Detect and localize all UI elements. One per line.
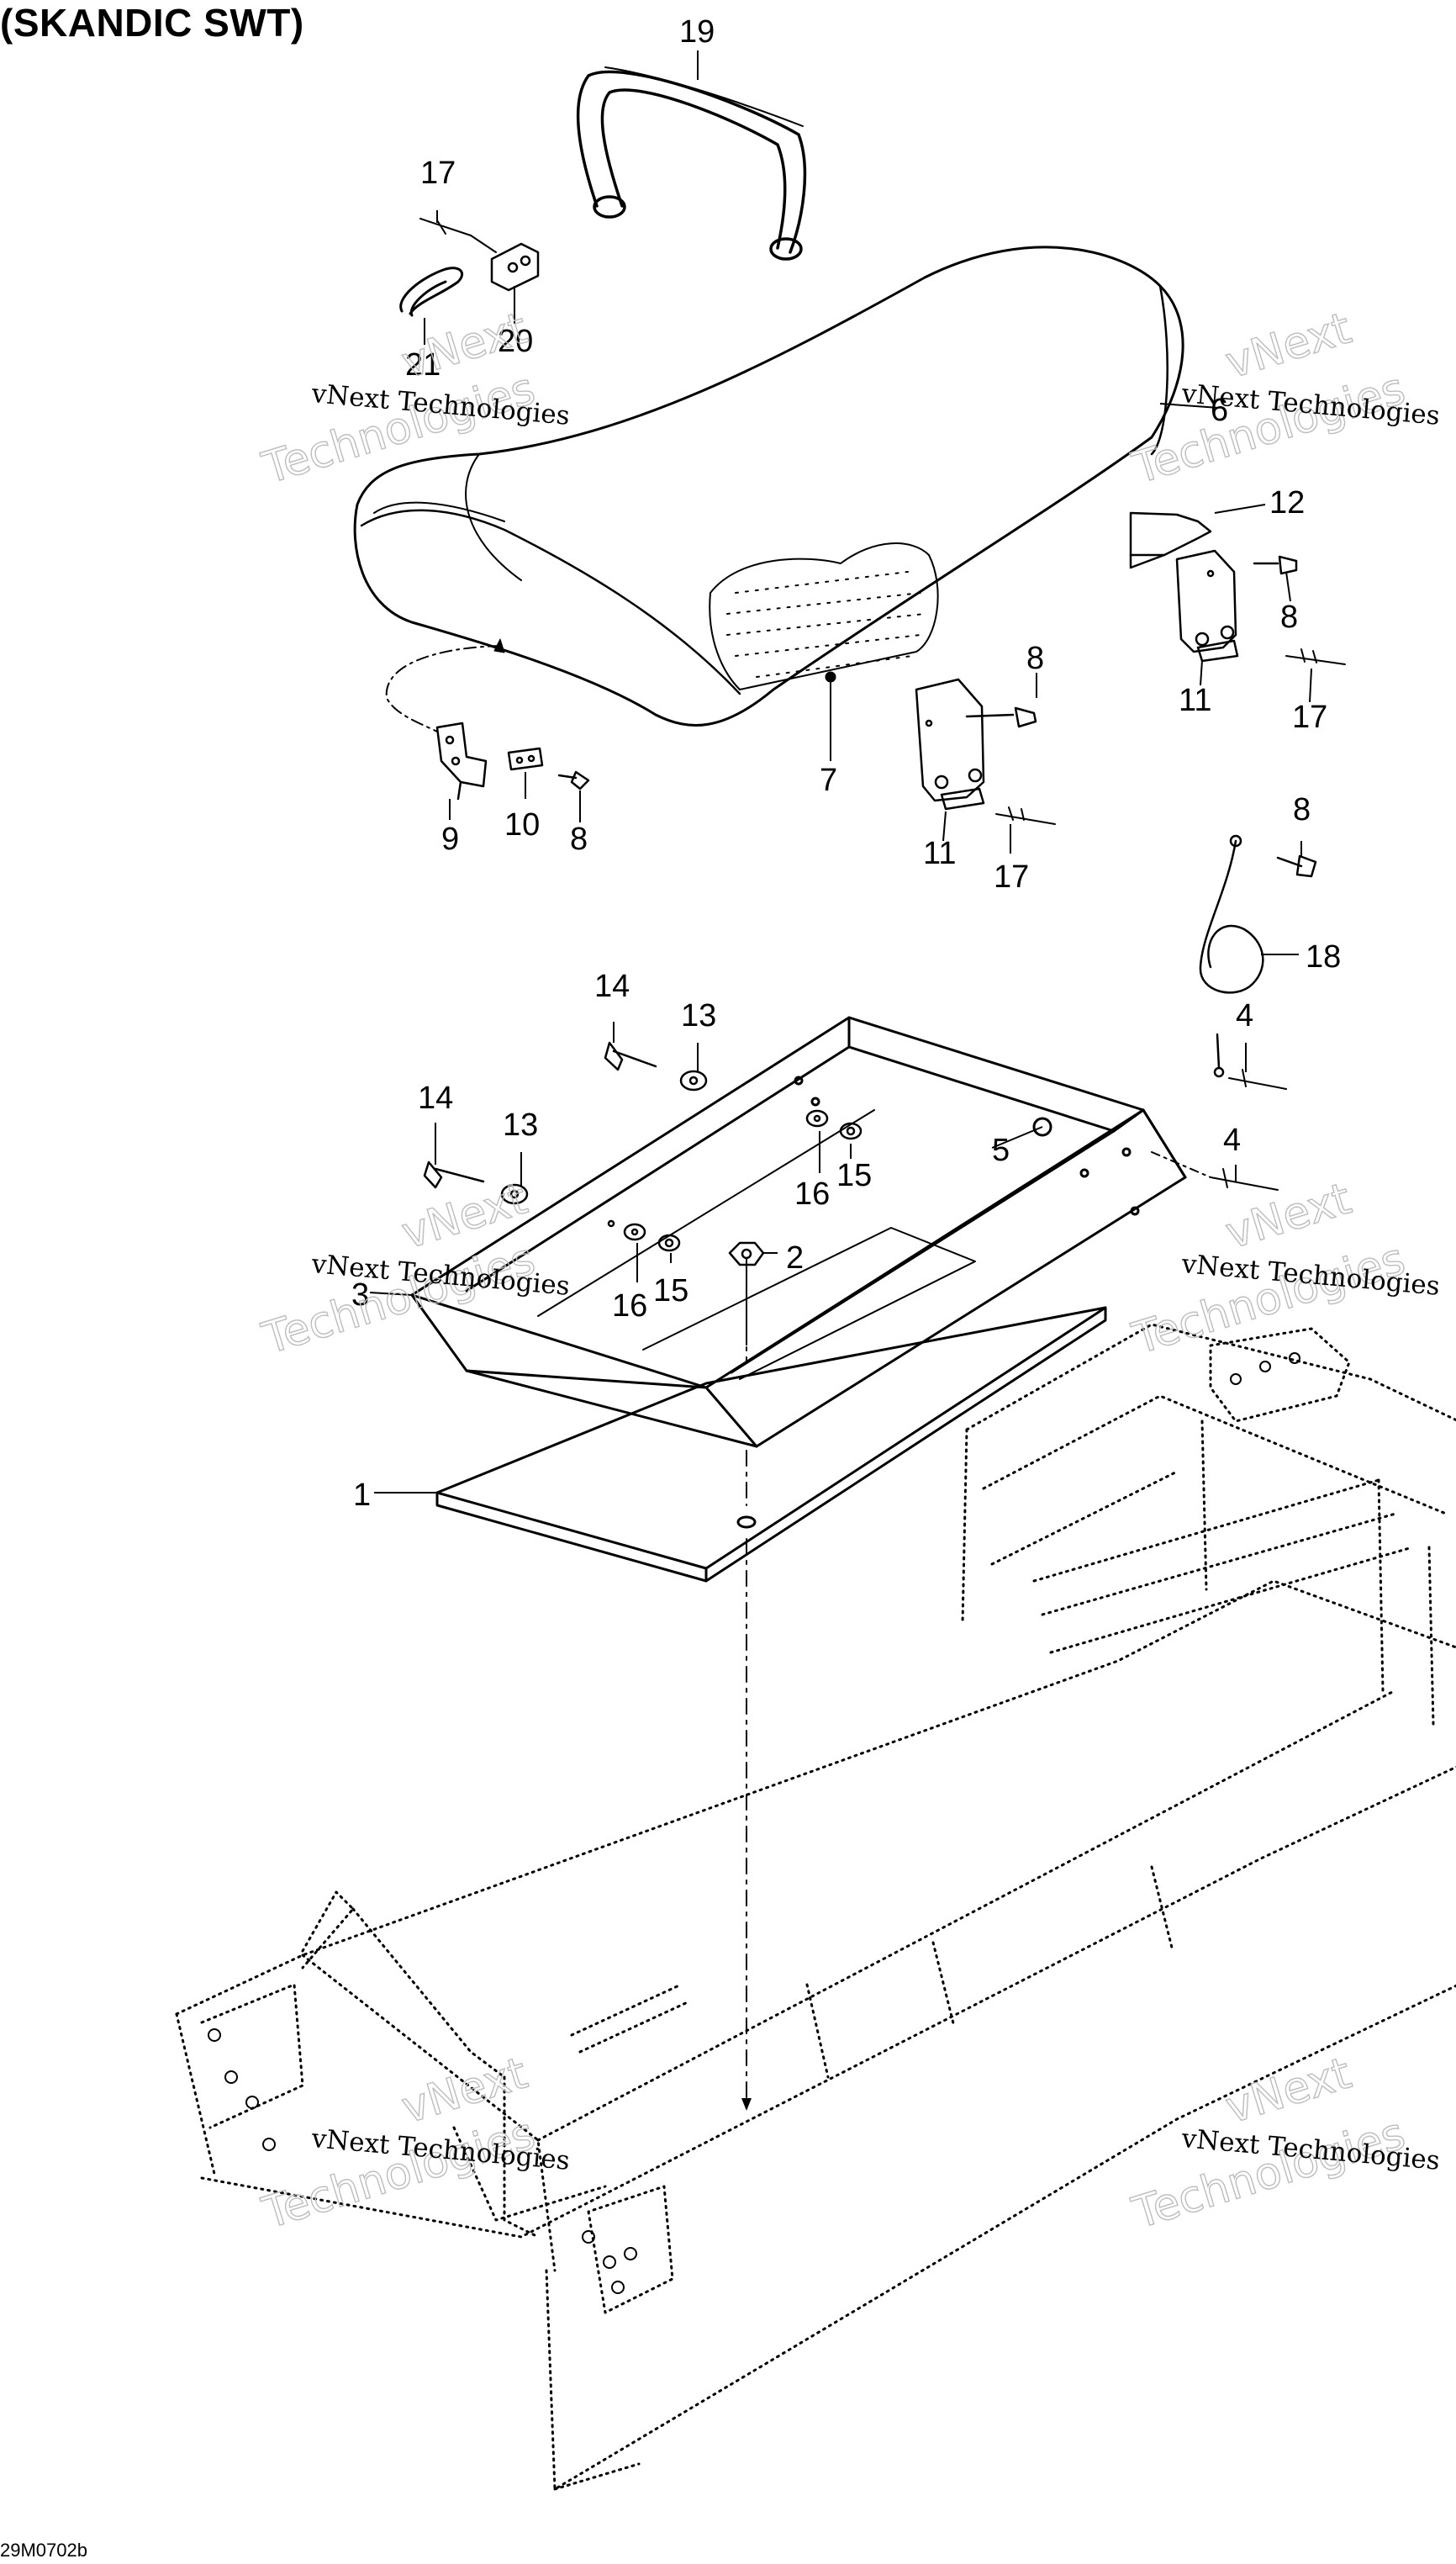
- washer-16b-part: [607, 1219, 646, 1241]
- hinge-11b-part: [1175, 549, 1239, 663]
- rivet-4a-part: [1228, 1069, 1287, 1090]
- bolt-14b-part: [423, 1160, 485, 1189]
- callout-2: 2: [786, 1240, 804, 1276]
- watermark-upper-left: vNext Technologies vNext Technologies: [256, 303, 572, 494]
- rivet-4b-part: [1151, 1151, 1279, 1191]
- svg-text:vNext: vNext: [1220, 2049, 1357, 2134]
- callout-11a: 11: [923, 836, 956, 871]
- watermark-mid-right: vNext Technologies vNext Technologies: [1126, 1173, 1442, 1365]
- screw-8c-part: [1253, 555, 1298, 575]
- svg-text:vNext: vNext: [1220, 304, 1357, 389]
- callouts: 19 17 20 21 6 12 8 11 17 8 7 9 10 8 11 1…: [351, 14, 1341, 1513]
- svg-text:Technologies: Technologies: [256, 363, 541, 494]
- nut-15b-part: [657, 1234, 681, 1252]
- washer-16a-part: [805, 1109, 829, 1128]
- svg-text:vNext: vNext: [1220, 1174, 1357, 1260]
- leader-lines: [369, 50, 1312, 1493]
- callout-17b: 17: [994, 859, 1029, 895]
- callout-19: 19: [679, 14, 715, 50]
- svg-text:Technologies: Technologies: [1126, 2108, 1411, 2239]
- svg-text:Technologies: Technologies: [256, 1234, 541, 1364]
- rivet-17b-part: [995, 806, 1056, 825]
- drawing-code: 29M0702b: [0, 2540, 87, 2561]
- callout-6: 6: [1211, 393, 1228, 428]
- diagram-title: (SKANDIC SWT): [0, 1, 304, 45]
- callout-9: 9: [441, 822, 459, 857]
- callout-12: 12: [1269, 485, 1305, 521]
- strap-part: [576, 66, 807, 261]
- washer-13b-part: [500, 1183, 529, 1205]
- plate-1-part: [435, 1306, 1107, 1583]
- bolt-14a-part: [604, 1041, 657, 1071]
- callout-16a: 16: [794, 1176, 830, 1212]
- screw-8d-part: [1276, 854, 1317, 878]
- callout-15b: 15: [653, 1273, 688, 1308]
- callout-7: 7: [820, 763, 837, 798]
- watermark-upper-right: vNext Technologies vNext Technologies: [1126, 303, 1442, 494]
- callout-4b: 4: [1223, 1123, 1241, 1158]
- nut-15a-part: [839, 1122, 863, 1140]
- callout-4a: 4: [1236, 998, 1253, 1034]
- chassis-frame: [175, 1323, 1456, 2491]
- chassis-holes: [208, 1352, 1300, 2294]
- seat-base-part: [410, 1016, 1187, 1448]
- watermark-lower-left: vNext Technologies vNext Technologies: [256, 2048, 572, 2239]
- plate-10-part: [507, 747, 544, 771]
- svg-text:Technologies: Technologies: [1126, 363, 1411, 494]
- callout-13b: 13: [503, 1108, 538, 1143]
- rivet-17a-part: [419, 218, 497, 253]
- callout-20: 20: [498, 324, 533, 359]
- screw-8b-part: [965, 706, 1037, 728]
- callout-14a: 14: [594, 969, 630, 1004]
- rivet-17c-part: [1285, 648, 1346, 665]
- callout-15a: 15: [836, 1158, 872, 1193]
- screw-8a-part: [557, 770, 590, 790]
- callout-18: 18: [1306, 939, 1341, 975]
- svg-text:Technologies: Technologies: [1126, 1234, 1411, 1364]
- hinge-9-part: [435, 722, 488, 801]
- callout-3: 3: [351, 1277, 369, 1313]
- callout-10: 10: [504, 807, 540, 843]
- cable-18-part: [1199, 834, 1264, 1078]
- clip-21-part: [399, 267, 463, 317]
- watermark-lower-right: vNext Technologies vNext Technologies: [1126, 2048, 1442, 2239]
- callout-8b: 8: [1026, 641, 1044, 676]
- callout-1: 1: [353, 1478, 371, 1513]
- seat-part: [353, 246, 1184, 741]
- callout-21: 21: [405, 347, 440, 383]
- callout-5: 5: [992, 1133, 1010, 1168]
- callout-11b: 11: [1179, 683, 1211, 718]
- watermark-mid-left: vNext Technologies vNext Technologies: [256, 1173, 572, 1365]
- callout-17a: 17: [420, 156, 456, 191]
- bar-12-part: [1129, 511, 1212, 569]
- callout-14b: 14: [418, 1081, 453, 1116]
- washer-13a-part: [679, 1070, 708, 1092]
- callout-13a: 13: [681, 998, 716, 1034]
- hinge-20-part: [490, 242, 540, 292]
- callout-8a: 8: [570, 822, 588, 857]
- arrow-tip: [741, 2098, 752, 2111]
- callout-17c: 17: [1292, 700, 1327, 735]
- callout-8d: 8: [1293, 792, 1311, 827]
- callout-16b: 16: [612, 1288, 647, 1324]
- callout-8c: 8: [1280, 600, 1298, 635]
- hinge-11a-part: [915, 678, 985, 811]
